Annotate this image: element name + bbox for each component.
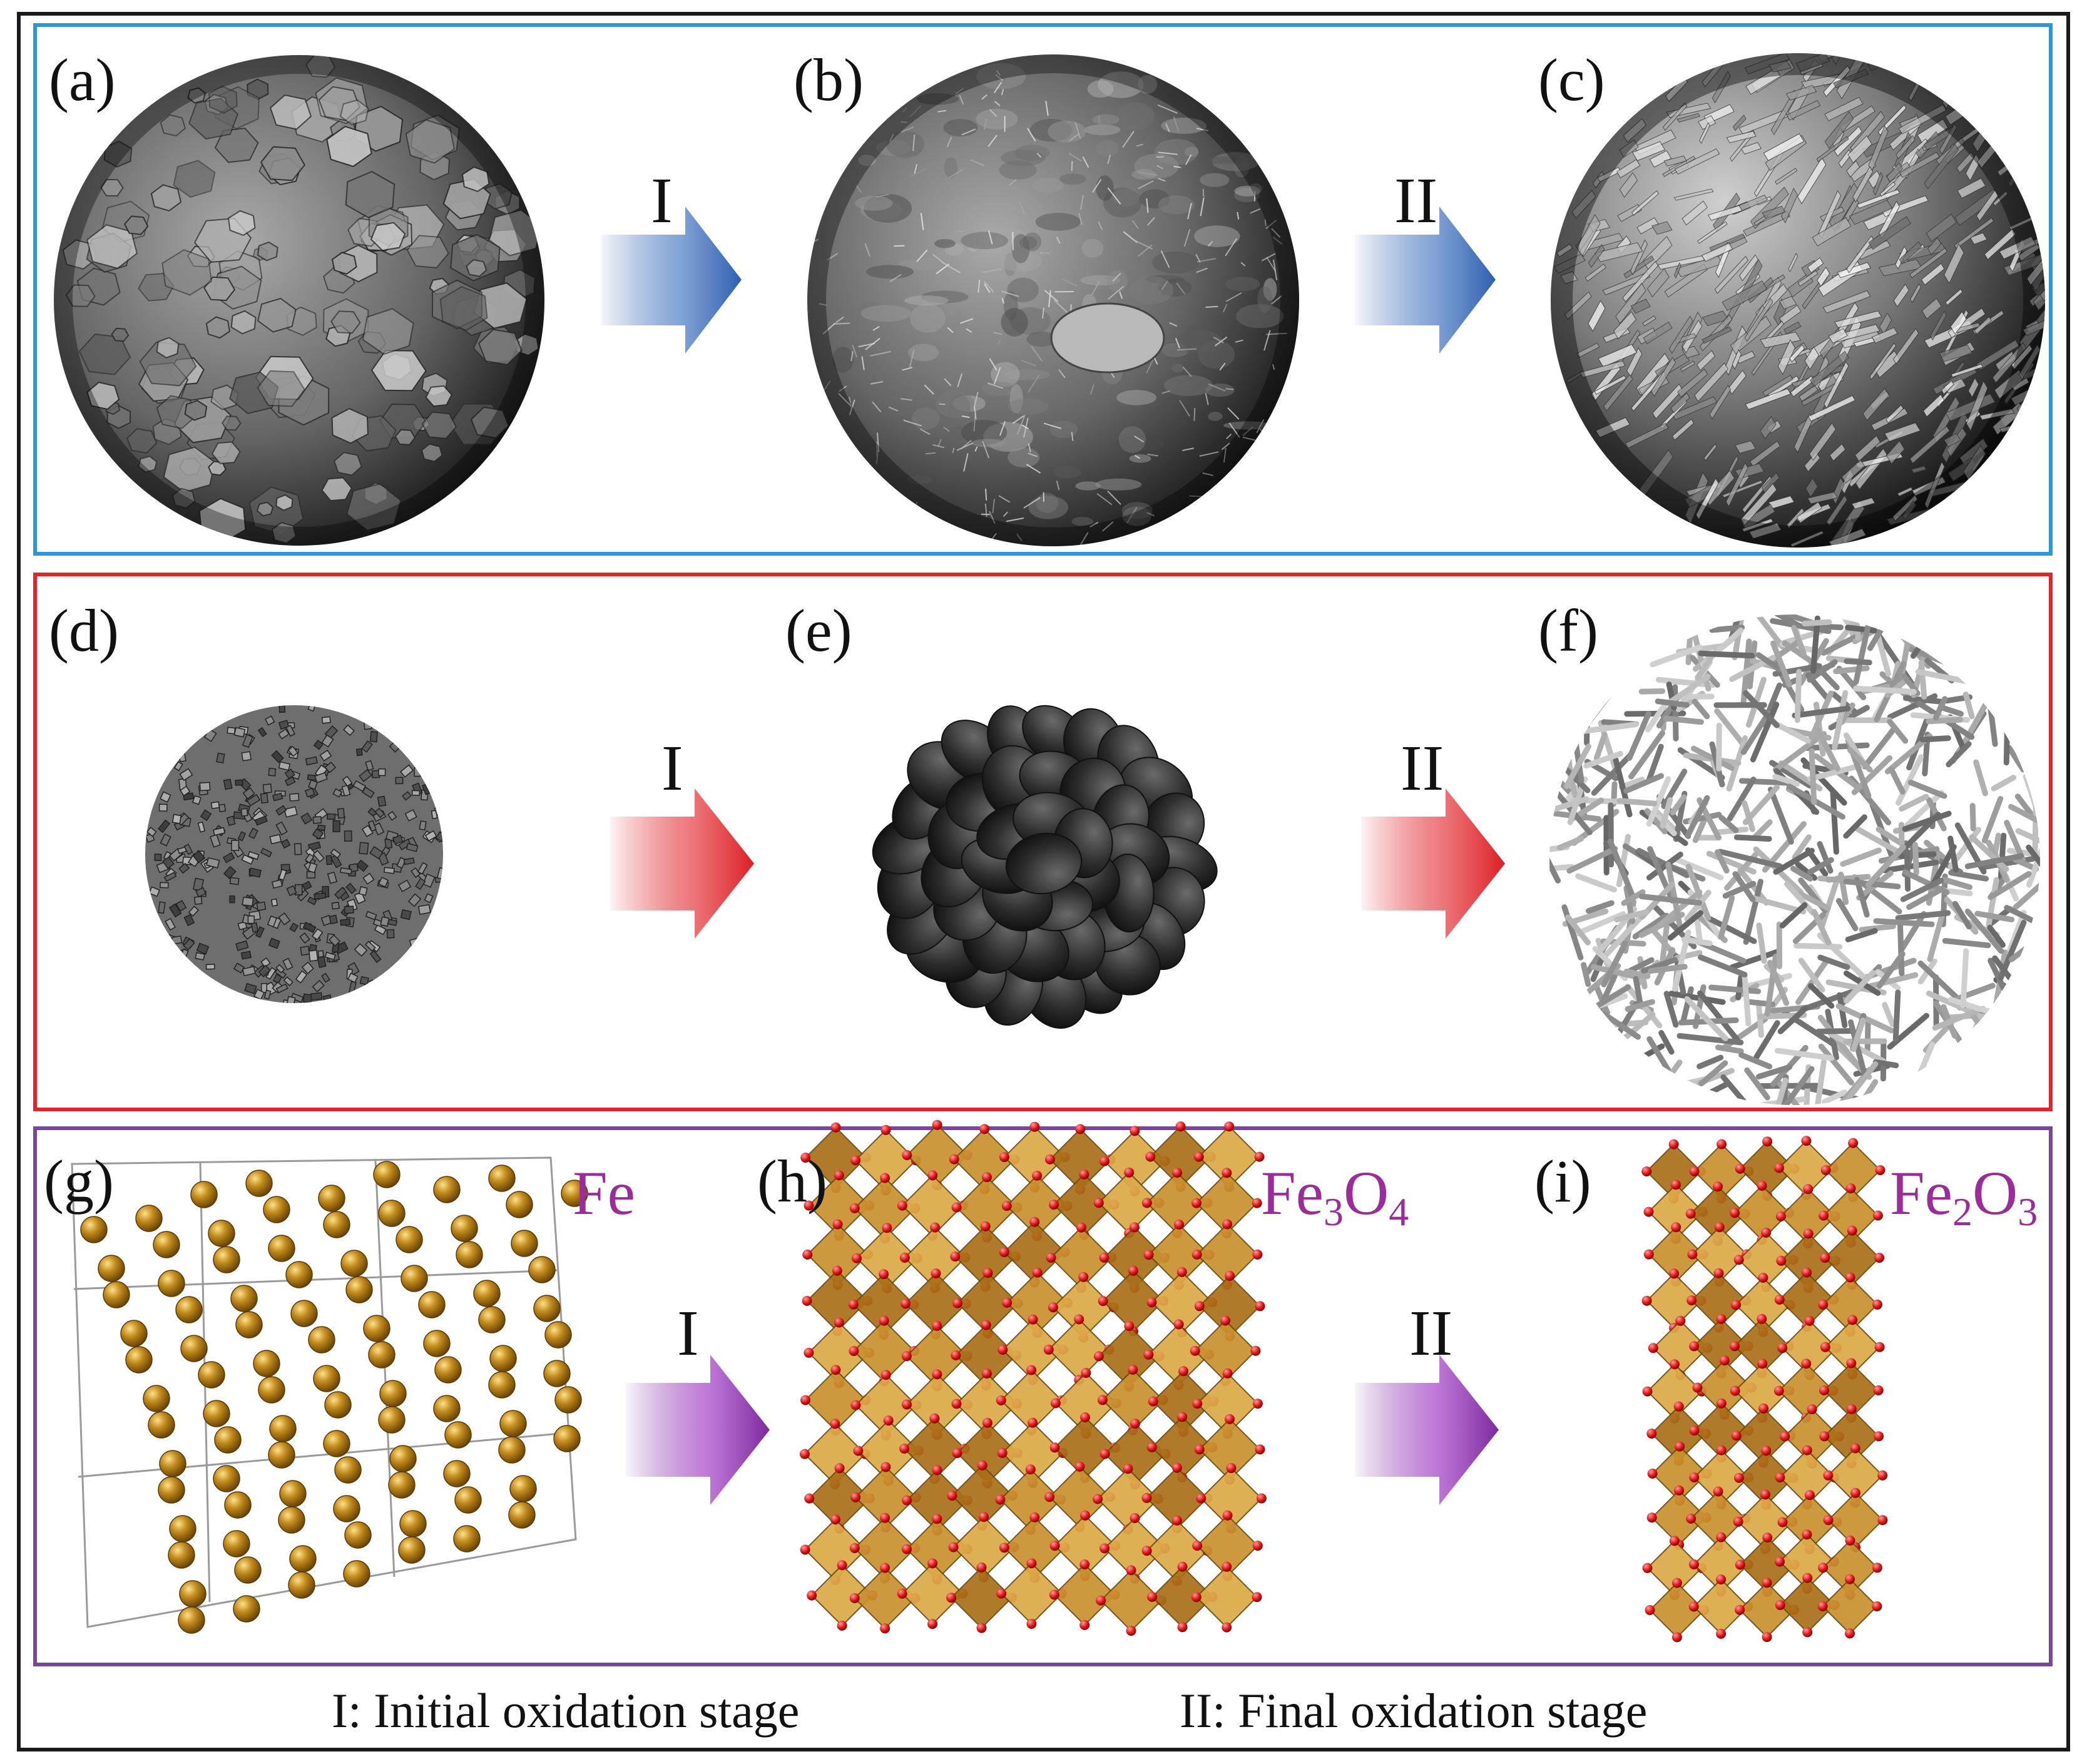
panel-label-b: (b) — [793, 46, 864, 113]
crystal-h-fe3o4 — [799, 1119, 1267, 1636]
row2-arrow-stage2 — [1361, 788, 1505, 939]
schematic-e-grain-cluster — [872, 705, 1218, 1029]
sem-a-flakes — [54, 55, 544, 546]
row1-stage1-label: I — [651, 165, 673, 237]
panel-label-d: (d) — [49, 597, 119, 664]
sem-b-texture — [807, 54, 1299, 546]
row1-stage2-label: II — [1394, 165, 1437, 237]
panel-label-h: (h) — [757, 1148, 827, 1215]
crystal-i-fe2o3 — [1641, 1136, 1888, 1643]
formula-fe2o3: Fe2O3 — [1890, 1158, 2038, 1234]
sem-image-a — [54, 55, 544, 546]
panel-label-c: (c) — [1538, 46, 1605, 113]
outer-frame — [17, 12, 2070, 1751]
row3-stage1-label: I — [677, 1297, 699, 1369]
row3-border — [33, 1126, 2053, 1666]
row1-border — [33, 23, 2053, 556]
panel-label-g: (g) — [44, 1148, 114, 1215]
sem-image-c — [1551, 53, 2045, 548]
row3-stage2-label: II — [1409, 1297, 1452, 1369]
row2-stage2-label: II — [1401, 732, 1444, 804]
crystal-g-fe-lattice — [71, 1156, 588, 1634]
row2-arrow-stage1 — [610, 788, 754, 939]
panel-label-e: (e) — [785, 597, 852, 664]
schematic-f-rod-sphere — [1549, 614, 2040, 1105]
row3-arrow-stage2 — [1355, 1355, 1499, 1505]
row2-border — [33, 573, 2053, 1111]
formula-fe: Fe — [573, 1158, 635, 1228]
row2-stage1-label: I — [661, 732, 683, 804]
row1-arrow-stage1 — [601, 206, 742, 354]
row3-arrow-stage1 — [626, 1355, 770, 1505]
schematic-d-flake-sphere — [145, 705, 443, 1003]
panel-label-a: (a) — [49, 46, 116, 113]
panel-label-i: (i) — [1534, 1148, 1591, 1215]
legend-stage1: I: Initial oxidation stage — [332, 1683, 799, 1738]
row1-arrow-stage2 — [1355, 206, 1496, 354]
panel-label-f: (f) — [1538, 597, 1598, 664]
formula-fe3o4: Fe3O4 — [1261, 1158, 1409, 1234]
legend-stage2: II: Final oxidation stage — [1180, 1683, 1647, 1738]
sem-image-b — [807, 54, 1299, 546]
